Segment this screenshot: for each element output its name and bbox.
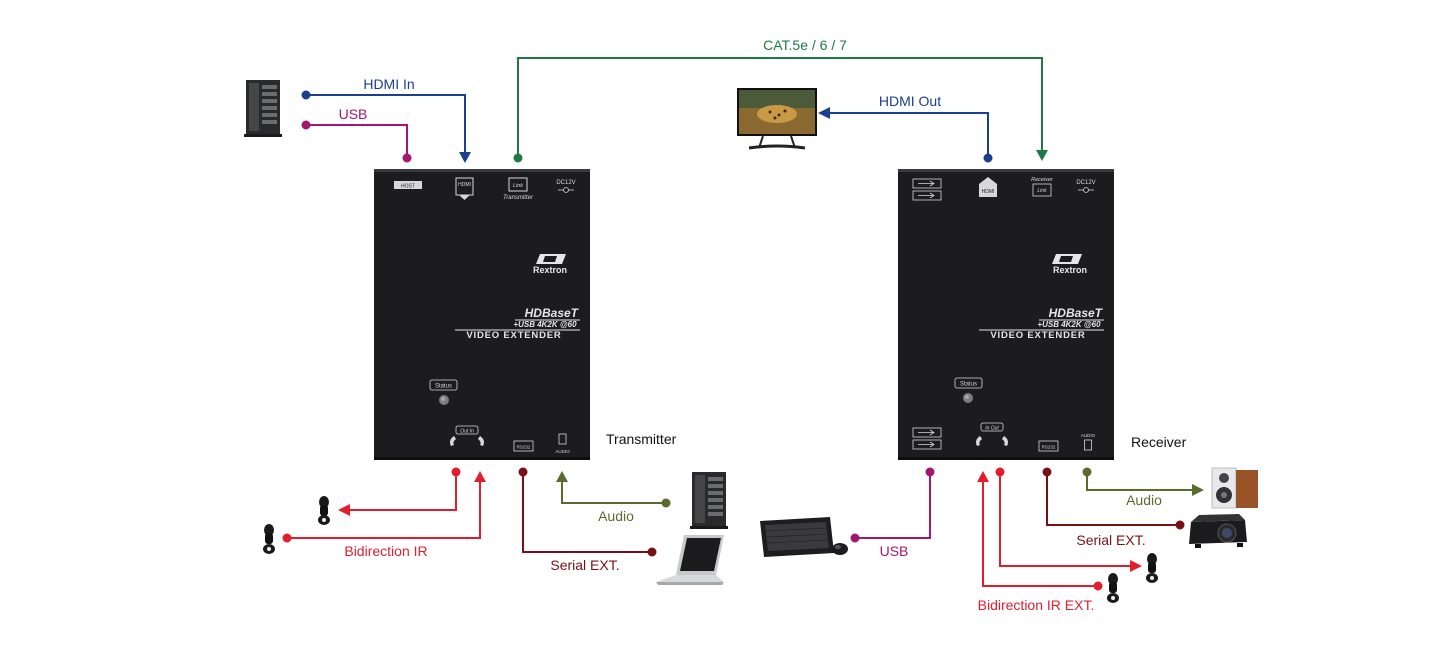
- svg-text:Link: Link: [1037, 188, 1047, 194]
- transmitter-unit: HOST HDMI Link Transmitter DC12V Rextron…: [374, 169, 590, 460]
- status-led: Status: [429, 379, 458, 405]
- rx-ir-label: Bidirection IR EXT.: [978, 597, 1095, 613]
- receiver-unit: HDMI Receiver Link DC12V Rextron HDBaseT…: [898, 169, 1114, 460]
- ir-port-icon: Out In: [450, 425, 484, 446]
- host-port-icon: HOST: [394, 181, 422, 190]
- usb-in-line: [301, 120, 412, 163]
- rx-audio-label: Audio: [1126, 492, 1162, 508]
- link-caption: Transmitter: [503, 195, 534, 201]
- hdmi-port-icon: HDMI: [979, 177, 997, 197]
- audio-port-icon: AUDIO: [555, 433, 570, 454]
- rx-ir-lines: [977, 467, 1142, 591]
- rs232-port-icon: RS232: [513, 440, 534, 452]
- svg-text:In Out: In Out: [985, 426, 999, 432]
- tx-ir-label: Bidirection IR: [344, 543, 427, 559]
- rx-serial-label: Serial EXT.: [1076, 532, 1145, 548]
- svg-text:AUDIO: AUDIO: [555, 449, 570, 454]
- hdmi-in-line: [301, 90, 471, 163]
- svg-text:AUDIO: AUDIO: [1081, 433, 1096, 438]
- cat-cable-label: CAT.5e / 6 / 7: [763, 37, 847, 53]
- speaker-icon: [1211, 467, 1258, 509]
- keyboard-mouse-icon: [760, 517, 848, 557]
- product-title: HDBaseT +USB 4K2K @60 VIDEO EXTENDER: [455, 306, 580, 341]
- audio-port-icon: AUDIO: [1081, 433, 1096, 451]
- hdmi-out-line: [818, 107, 993, 163]
- projector-icon: [1189, 514, 1247, 548]
- tx-ir-lines: [282, 467, 486, 543]
- rx-usb-line: [850, 467, 935, 543]
- tx-serial-line: [518, 467, 657, 557]
- svg-text:Status: Status: [960, 382, 977, 388]
- ir-receiver-icon: [1107, 573, 1119, 603]
- rx-usb-label: USB: [880, 543, 909, 559]
- link-port-icon: Receiver Link: [1031, 177, 1054, 197]
- svg-text:Link: Link: [513, 183, 523, 189]
- dc-power-icon: DC12V: [556, 180, 576, 193]
- tx-audio-label: Audio: [598, 508, 634, 524]
- ir-port-icon: In Out: [976, 422, 1008, 446]
- svg-text:+USB 4K2K @60: +USB 4K2K @60: [513, 320, 577, 329]
- svg-text:VIDEO EXTENDER: VIDEO EXTENDER: [990, 330, 1085, 341]
- svg-text:Rextron: Rextron: [533, 265, 567, 275]
- svg-text:HDMI: HDMI: [458, 182, 471, 188]
- svg-text:RS232: RS232: [1042, 445, 1056, 450]
- laptop-icon: [656, 535, 724, 585]
- link-port-icon: Link Transmitter: [503, 177, 534, 201]
- usb-ports-icon: [912, 427, 942, 450]
- cat-cable-line: [513, 57, 1048, 163]
- svg-text:RS232: RS232: [517, 445, 531, 450]
- ir-receiver-icon: [263, 524, 275, 554]
- svg-text:HDMI: HDMI: [982, 189, 995, 195]
- rextron-logo: Rextron: [533, 254, 567, 275]
- hdmi-port-icon: HDMI: [455, 177, 474, 200]
- svg-text:Status: Status: [435, 384, 452, 390]
- tx-audio-line: [556, 471, 671, 508]
- hdmi-out-label: HDMI Out: [879, 93, 941, 109]
- svg-text:HDBaseT: HDBaseT: [1049, 306, 1104, 320]
- svg-text:DC12V: DC12V: [556, 180, 575, 186]
- hdmi-in-label: HDMI In: [363, 76, 414, 92]
- receiver-label: Receiver: [1131, 434, 1187, 450]
- svg-text:VIDEO EXTENDER: VIDEO EXTENDER: [466, 330, 561, 341]
- svg-text:HDBaseT: HDBaseT: [525, 306, 580, 320]
- computer-tower-icon: [690, 472, 728, 529]
- svg-text:+USB 4K2K @60: +USB 4K2K @60: [1037, 320, 1101, 329]
- rx-serial-line: [1042, 467, 1185, 530]
- ir-emitter-icon: [318, 496, 330, 525]
- svg-text:DC12V: DC12V: [1076, 180, 1095, 186]
- transmitter-label: Transmitter: [606, 431, 677, 447]
- rx-audio-line: [1082, 467, 1204, 496]
- usb-in-label: USB: [339, 106, 368, 122]
- dc-power-icon: DC12V: [1076, 180, 1096, 193]
- usb-ports-icon: [912, 178, 942, 201]
- svg-text:Rextron: Rextron: [1053, 265, 1087, 275]
- product-title: HDBaseT +USB 4K2K @60 VIDEO EXTENDER: [979, 306, 1104, 341]
- computer-tower-icon: [244, 80, 282, 137]
- svg-text:HOST: HOST: [401, 184, 415, 190]
- ir-emitter-icon: [1146, 553, 1158, 583]
- monitor-icon: [737, 88, 817, 150]
- status-led: Status: [954, 377, 983, 403]
- tx-serial-label: Serial EXT.: [550, 557, 619, 573]
- receiver-caption: Receiver: [1031, 177, 1054, 183]
- svg-text:Out In: Out In: [460, 429, 474, 435]
- rs232-port-icon: RS232: [1038, 440, 1059, 452]
- rextron-logo: Rextron: [1052, 254, 1087, 275]
